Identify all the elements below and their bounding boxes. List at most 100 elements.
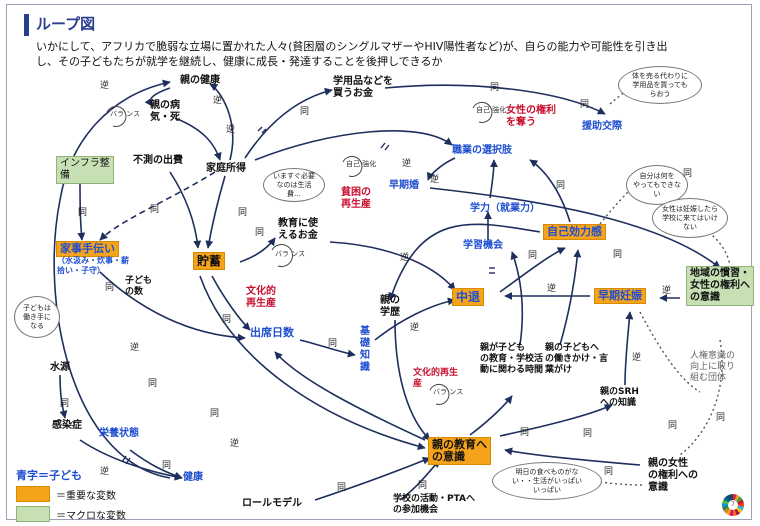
node-infrastructure: インフラ整 備 (56, 156, 114, 184)
legend-key-swatch (16, 486, 50, 502)
link-dropout-to-self-efficacy (499, 247, 566, 293)
node-water-source: 水源 (50, 362, 70, 373)
node-parent-encouragement: 親の子どもへ の働きかけ・言 葉がけ (545, 343, 609, 375)
legend-key-label: ＝重要な変数 (56, 491, 116, 502)
loop-icon-self-2 (342, 155, 363, 177)
link-health-to-illness (144, 87, 171, 107)
cloud-children-are-help: 子どもは 働き手に なる (14, 296, 60, 338)
legend-macro-label: ＝マクロな変数 (56, 511, 126, 522)
link-label: 逆 (547, 284, 557, 294)
node-savings: 貯蓄 (193, 252, 226, 270)
node-infection: 感染症 (52, 420, 82, 431)
link-label: 逆 (230, 439, 240, 449)
link-health-loop-left (53, 79, 171, 479)
link-money-to-dropout (329, 241, 456, 291)
link-label: 同 (583, 429, 593, 439)
node-academic-ability: 学力（就業力） (470, 203, 540, 214)
link-label: 同 (580, 100, 590, 110)
link-income-to-savings (205, 175, 226, 249)
link-self-efficacy-to-early-marriage (388, 223, 541, 301)
link-label: 逆 (213, 96, 223, 106)
link-label: 同 (520, 428, 530, 438)
link-income-to-health (209, 83, 234, 161)
link-label: 同 (528, 251, 538, 261)
link-label: 同 (210, 409, 220, 419)
badge-self-reinforcing-1: 自己 強化 (476, 106, 507, 114)
link-label: 同 (105, 283, 115, 293)
link-dotted-human-rights (679, 339, 723, 456)
delay-mark-2 (380, 142, 386, 149)
node-housework: 家事手伝い (56, 241, 119, 257)
link-involvement-to-learning (510, 251, 524, 346)
link-label: 同 (255, 228, 265, 238)
link-water-to-infection (59, 374, 68, 419)
link-label: 逆 (632, 353, 642, 363)
node-parent-education-awareness: 親の教育へ の意識 (428, 437, 491, 465)
link-unforeseen-to-savings (169, 171, 202, 249)
node-parent-schooling: 親の 学歴 (380, 295, 400, 318)
link-illness-to-income (174, 117, 222, 161)
node-school-activities: 学校の活動・PTAへ の参加機会 (393, 494, 476, 515)
node-num-children: 子ども の数 (125, 276, 153, 297)
node-household-income: 家庭所得 (206, 163, 246, 174)
link-label: 同 (490, 83, 500, 93)
link-label: 逆 (226, 125, 236, 135)
node-health: 健康 (183, 472, 203, 483)
link-awareness-to-sh (499, 404, 613, 437)
legend-macro-swatch (16, 506, 50, 522)
link-label: 同 (60, 399, 70, 409)
link-label: 同 (238, 208, 248, 218)
link-housework-to-attendance (99, 271, 246, 342)
link-knowledge-to-dropout (374, 297, 456, 341)
title-accent-bar (24, 14, 29, 36)
link-savings-to-attendance (211, 275, 251, 331)
node-self-efficacy: 自己効力感 (543, 224, 606, 240)
link-label: 逆 (130, 343, 140, 353)
link-label: 同 (556, 181, 566, 191)
link-label: 逆 (100, 467, 110, 477)
node-early-marriage: 早期婚 (389, 180, 419, 191)
link-label: 同 (300, 107, 310, 117)
link-income-to-jobs (254, 130, 453, 161)
node-parent-womens-rights: 親の女性 の権利への 意識 (648, 458, 698, 493)
badge-balance-1: バラ ンス (110, 110, 141, 118)
badge-balance-2: バラ ンス (275, 250, 306, 258)
loop-icon-balance-2 (271, 244, 293, 268)
link-infection-to-health (79, 439, 183, 481)
link-jobs-to-early-marriage (426, 157, 456, 181)
link-supplies-to-aid (384, 84, 606, 115)
link-parent-womens-rights-to-awareness (504, 447, 641, 466)
link-label: 逆 (400, 253, 410, 263)
link-income-to-supplies (244, 87, 333, 159)
link-label: 同 (668, 421, 678, 431)
node-role-model: ロールモデル (242, 498, 302, 509)
link-label: 同 (150, 205, 160, 215)
link-encouragement-to-self-efficacy (559, 249, 582, 346)
link-parent-schooling-to-awareness (394, 319, 431, 441)
link-label: 逆 (662, 286, 672, 296)
link-dotted-self-efficacy-cloud (599, 184, 636, 225)
link-label: 同 (716, 413, 726, 423)
node-parent-sh-knowledge: 親のSRH への知識 (600, 387, 639, 408)
node-womens-rights-decline: 女性の権利 を奪う (506, 105, 556, 128)
legend-title: 青字＝子ども (16, 469, 82, 482)
node-poverty-reproduction: 貧困の 再生産 (341, 187, 371, 210)
badge-balance-3: バラ ンス (433, 388, 464, 396)
node-basic-knowledge: 基 礎 知 識 (360, 326, 370, 373)
cloud-girls-pregnancy: 女性は妊娠したら 学校に来てはいけ ない (652, 198, 728, 238)
link-label: 同 (78, 208, 88, 218)
delay-mark-4 (121, 455, 127, 463)
delay-mark-1 (257, 126, 263, 132)
link-self-efficacy-to-jobs (529, 159, 571, 223)
cloud-body-for-money: 体を売る代わりに 学用品を買っても らおう (618, 66, 702, 104)
link-label: 同 (328, 339, 338, 349)
link-savings-to-money (239, 237, 276, 263)
link-label: 逆 (100, 81, 110, 91)
link-dotted-customs-cloud (659, 207, 731, 266)
node-parent-illness: 親の病 気・死 (150, 100, 180, 123)
node-human-rights-groups: 人権意識の 向上に取り 組む団体 (690, 351, 736, 383)
loop-icon-balance-3 (429, 383, 450, 405)
slide-frame (6, 4, 752, 520)
link-label: 逆 (430, 175, 440, 185)
